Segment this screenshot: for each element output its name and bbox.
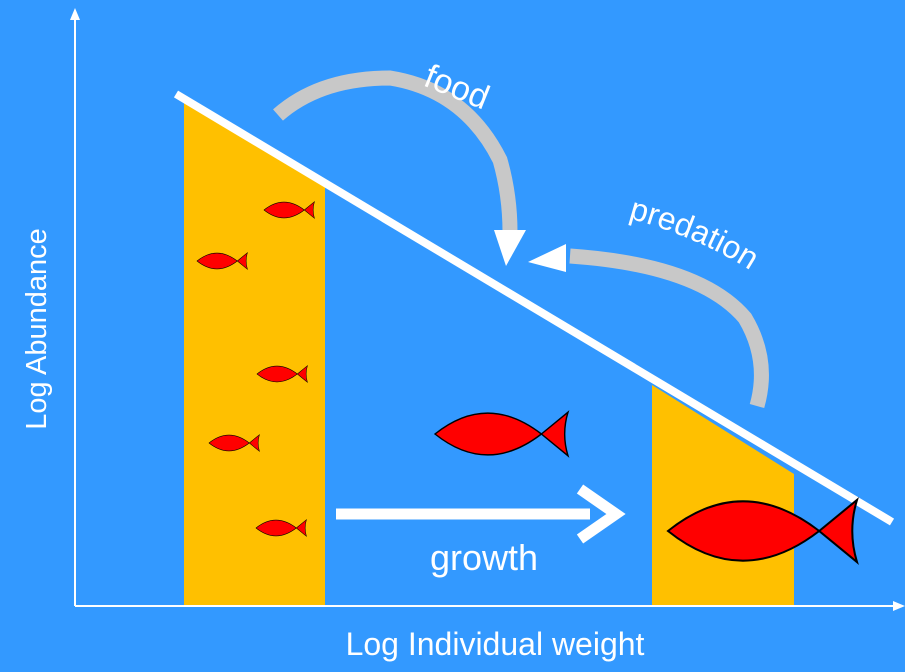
size-spectrum-line [173,90,895,526]
fish-icon [255,518,307,538]
predation-arrowhead [528,244,566,272]
fish-icon [433,410,570,458]
fish-icon [666,497,859,565]
axes [70,8,905,611]
y-axis-arrowhead [70,8,80,20]
fish-icon [263,200,315,220]
fish-group [196,200,859,565]
fish-icon [196,251,248,271]
x-axis-arrowhead [893,601,905,611]
x-axis-label: Log Individual weight [346,626,645,662]
food-arrowhead [494,230,526,266]
growth-arrowhead [576,484,626,544]
fish-icon [256,364,308,384]
growth-arrow [336,484,626,544]
predation-arrow [528,244,769,409]
fish-icon [208,433,260,453]
growth-label: growth [430,537,538,578]
y-axis-label: Log Abundance [21,228,53,430]
food-arrow [273,70,526,266]
small-size-bar [184,99,325,606]
